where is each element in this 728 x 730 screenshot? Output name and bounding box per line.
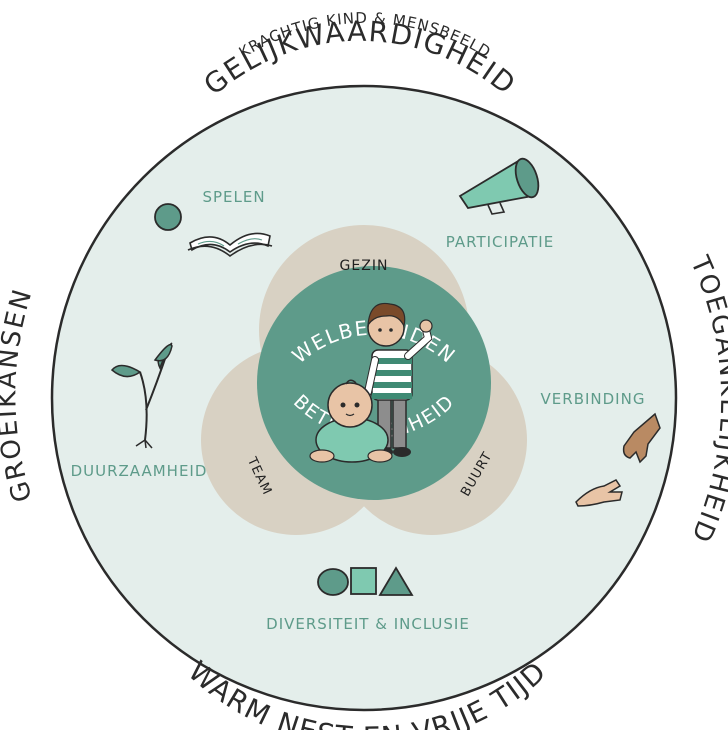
- hands-icon: [575, 412, 661, 507]
- book-icon: [187, 232, 273, 258]
- label-spelen: SPELEN: [202, 188, 265, 206]
- shapes-icon-group: [317, 566, 414, 596]
- square-shape-icon: [350, 567, 377, 595]
- sprout-icon: [110, 342, 173, 449]
- label-participatie: PARTICIPATIE: [446, 233, 554, 251]
- label-duurzaamheid: DUURZAAMHEID: [71, 462, 208, 480]
- label-diversiteit: DIVERSITEIT & INCLUSIE: [266, 615, 470, 633]
- label-verbinding: VERBINDING: [541, 390, 646, 408]
- ball-icon: [154, 203, 182, 231]
- baby-icon: [309, 379, 393, 463]
- label-toegankelijkheid: TOEGANKELIJKHEID: [684, 251, 728, 548]
- label-gezin: GEZIN: [340, 258, 389, 274]
- label-groeikansen: GROEIKANSEN: [0, 285, 39, 506]
- megaphone-icon: [458, 157, 540, 215]
- circle-shape-icon: [317, 568, 349, 596]
- triangle-shape-icon: [378, 566, 414, 596]
